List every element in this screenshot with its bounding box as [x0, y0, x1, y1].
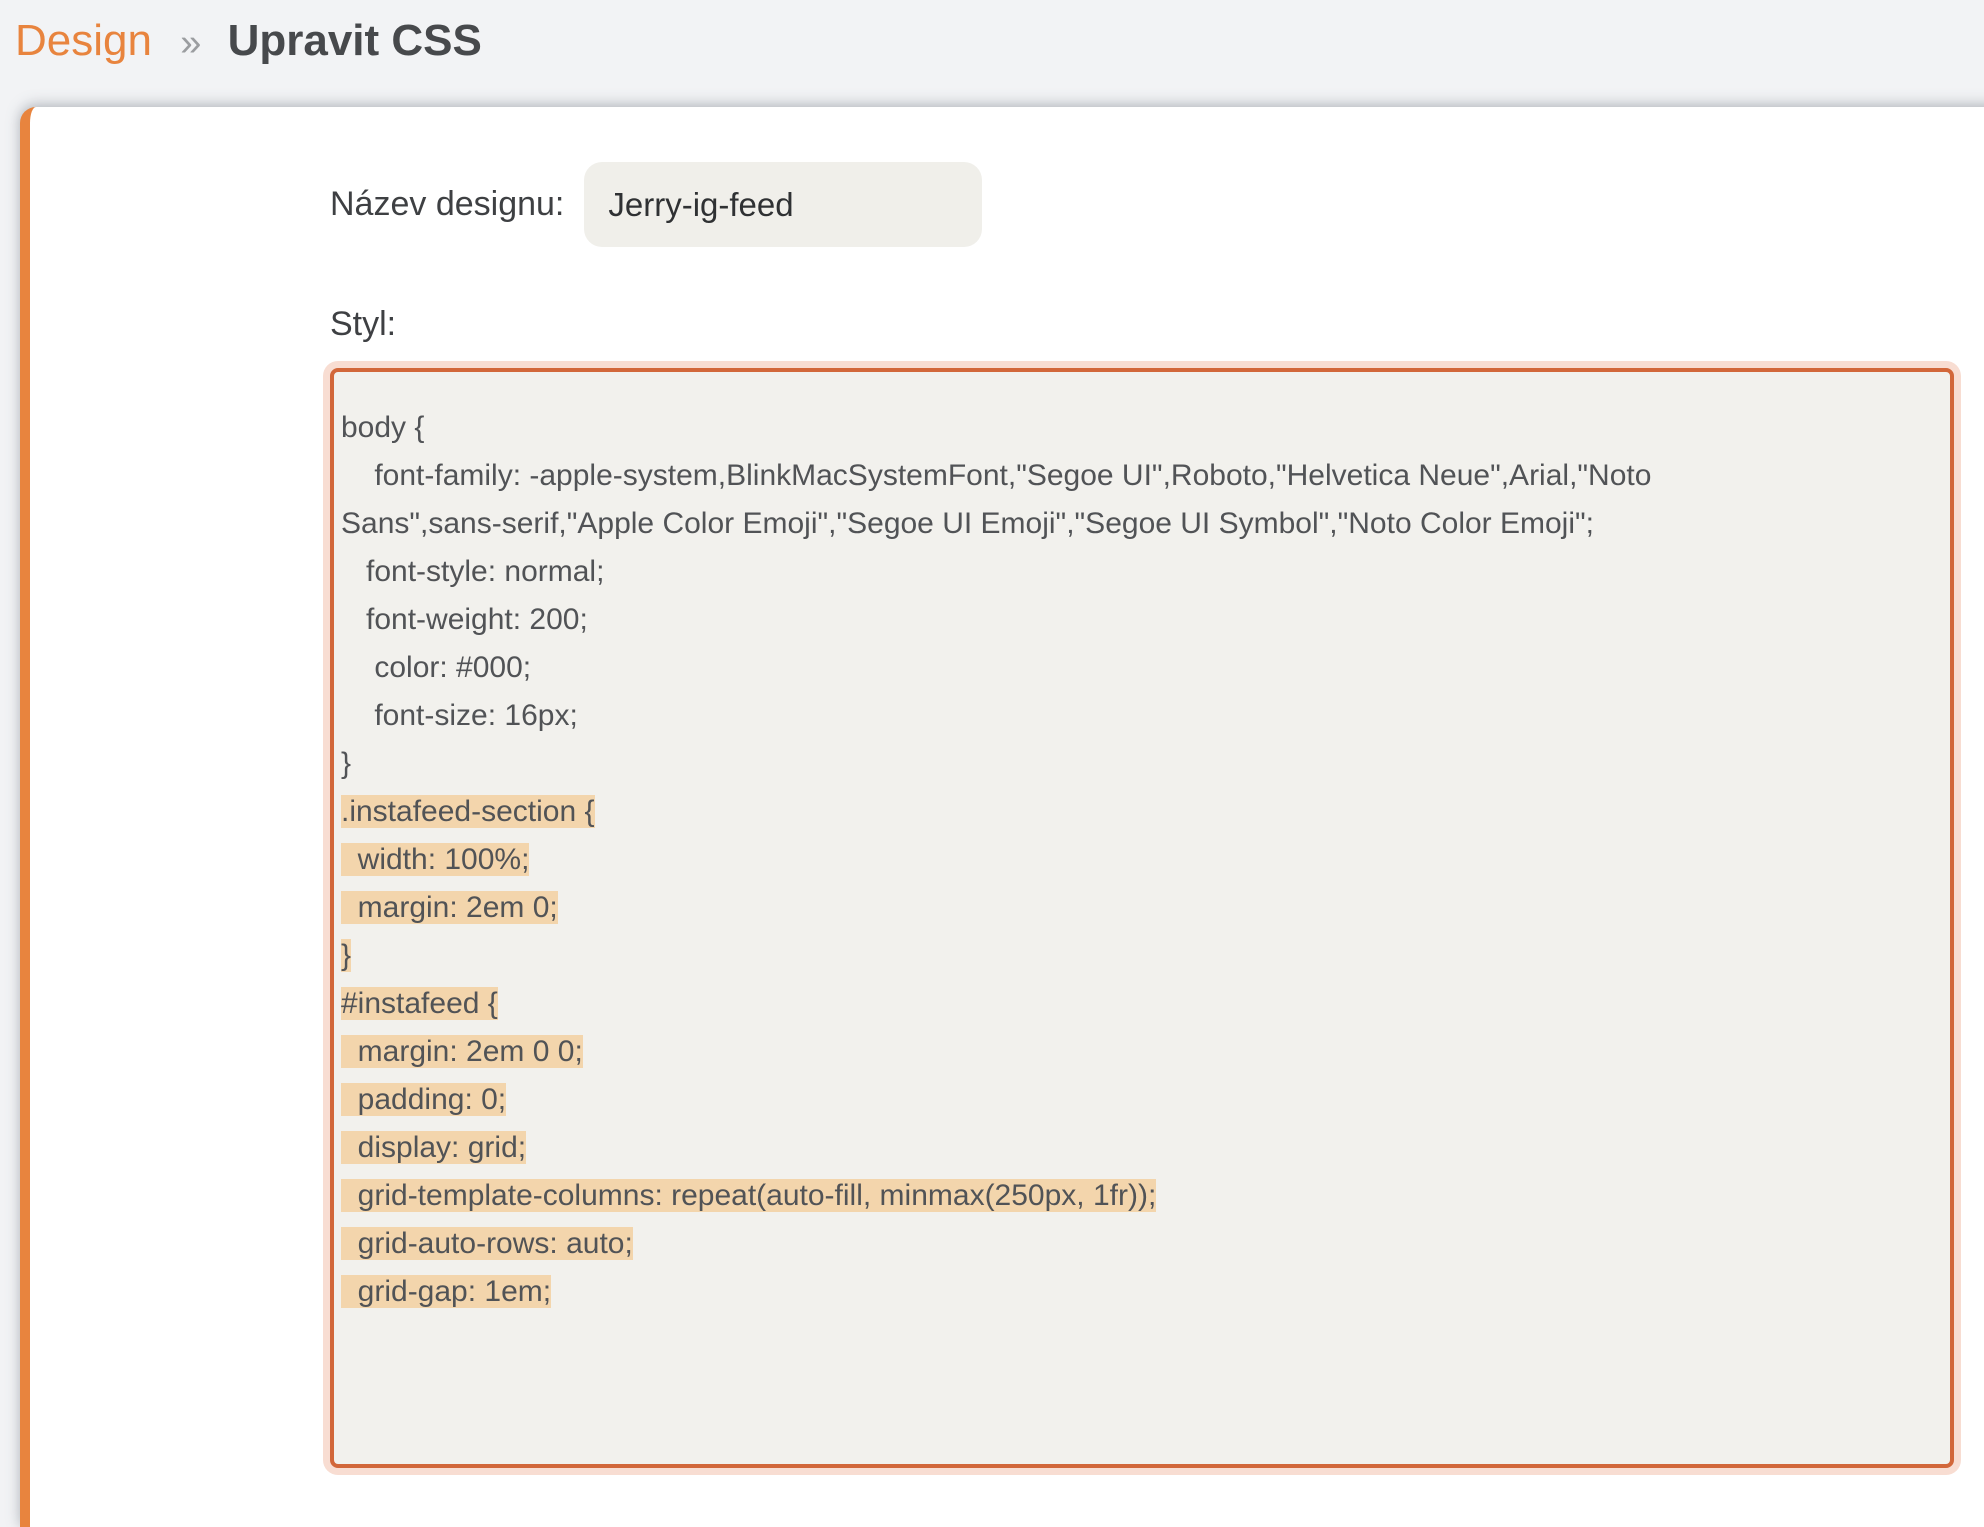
css-code-unselected: body { font-family: -apple-system,BlinkM… — [341, 411, 1652, 780]
css-style-textarea[interactable]: body { font-family: -apple-system,BlinkM… — [330, 368, 1954, 1468]
design-name-label: Název designu: — [330, 185, 565, 223]
breadcrumb-link-design[interactable]: Design — [15, 16, 152, 65]
page-title: Upravit CSS — [227, 16, 482, 65]
design-name-input[interactable] — [584, 162, 983, 247]
breadcrumb-separator: » — [180, 22, 202, 64]
style-label: Styl: — [330, 305, 397, 343]
content-card: Název designu: Styl: body { font-family:… — [20, 107, 1984, 1527]
breadcrumb: Design » Upravit CSS — [0, 0, 1984, 107]
css-code-selected-text: .instafeed-section { width: 100%; margin… — [341, 795, 1157, 1308]
design-name-row: Název designu: — [330, 162, 1984, 247]
